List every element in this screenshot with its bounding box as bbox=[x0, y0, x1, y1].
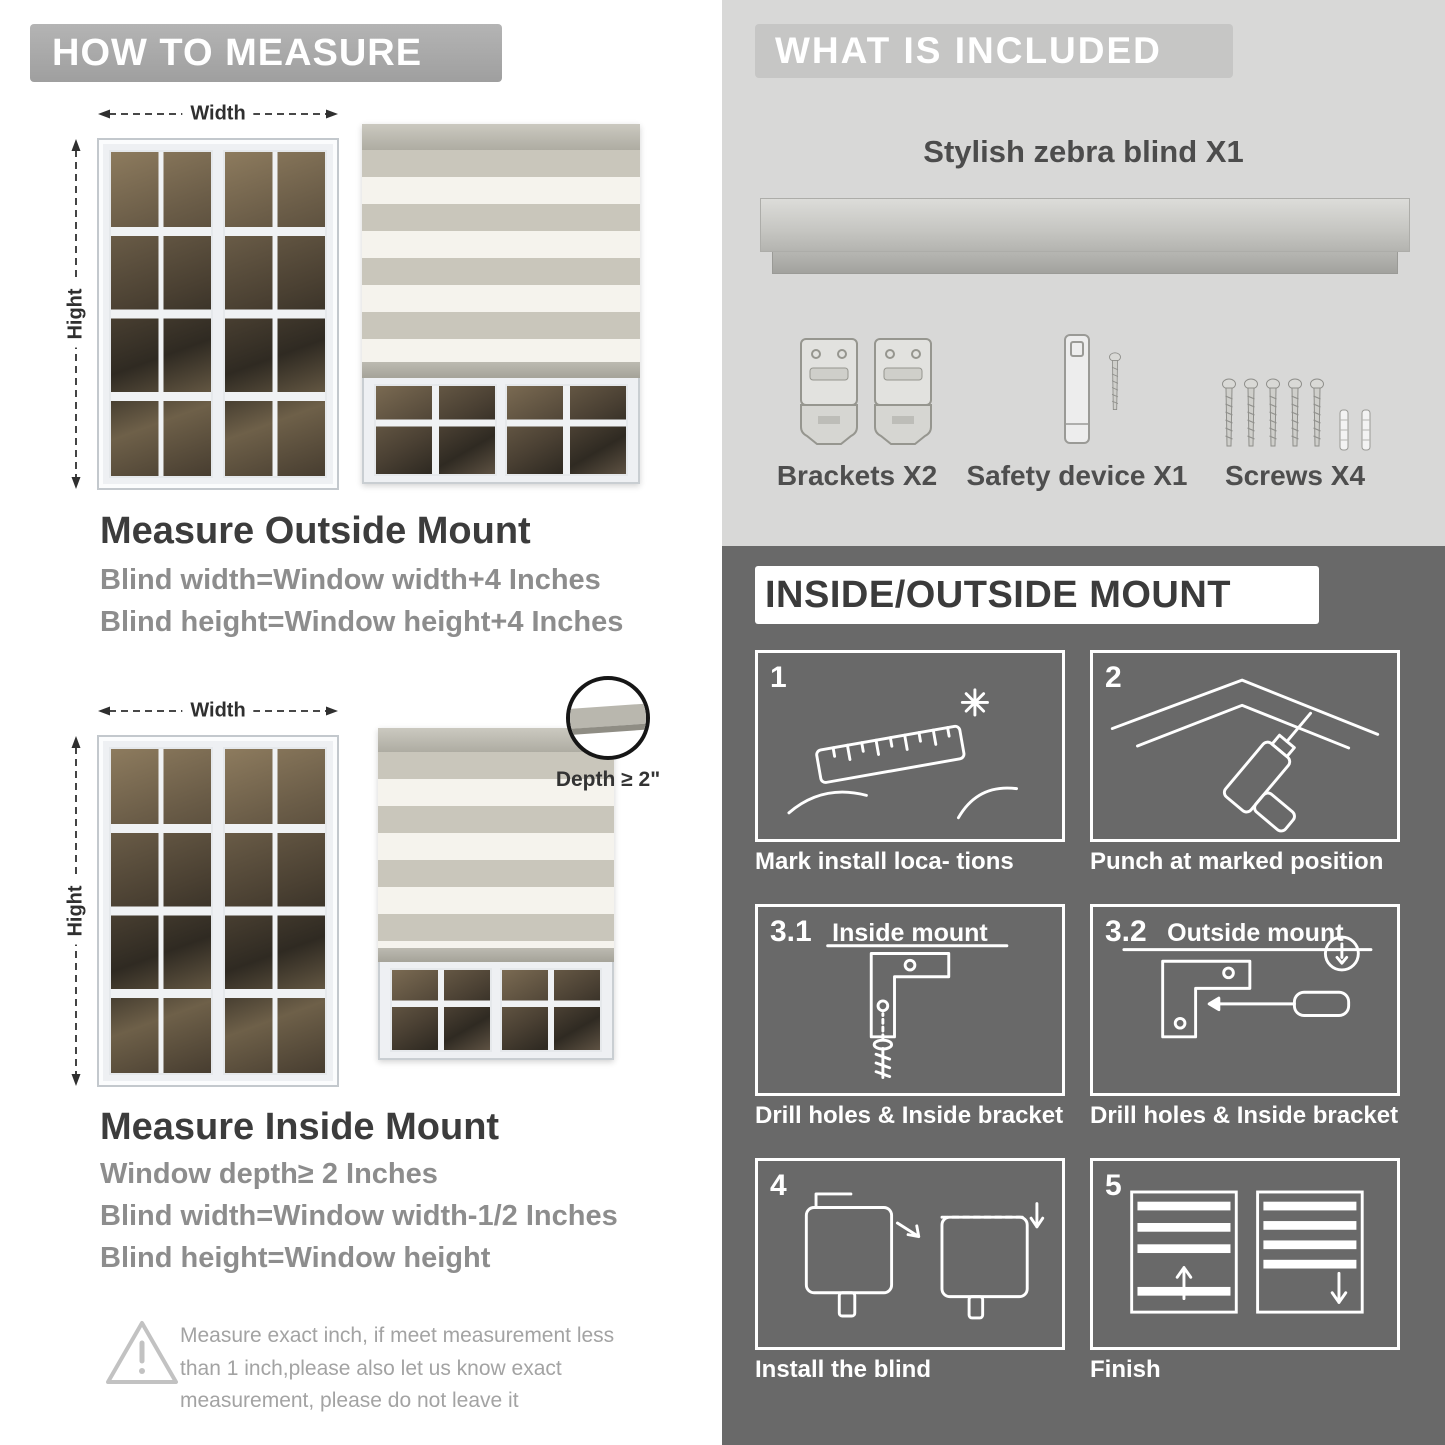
width-label: Width bbox=[182, 102, 254, 126]
mount-section-header: INSIDE/OUTSIDE MOUNT bbox=[755, 566, 1319, 624]
safety-device-icon bbox=[1064, 334, 1090, 444]
height-label: Hight bbox=[64, 280, 88, 348]
step-caption-3-1: Drill holes & Inside bracket bbox=[755, 1102, 1064, 1129]
measure-mark-illustration bbox=[787, 688, 1019, 820]
step-caption-3-2: Drill holes & Inside bracket bbox=[1090, 1102, 1399, 1129]
step-sublabel: Inside mount bbox=[832, 919, 988, 947]
window-illustration-outside bbox=[97, 138, 339, 490]
window-behind-blind bbox=[362, 378, 640, 484]
step-number: 1 bbox=[770, 661, 787, 694]
step-caption-2: Punch at marked position bbox=[1090, 848, 1384, 875]
height-arrow: Hight bbox=[64, 138, 88, 490]
product-label: Stylish zebra blind X1 bbox=[923, 134, 1244, 169]
screws-label: Screws X4 bbox=[1224, 460, 1366, 491]
install-blind-illustration bbox=[804, 1192, 1045, 1320]
width-arrow: Width bbox=[97, 699, 339, 723]
window-sash bbox=[223, 150, 327, 478]
step-panel-3-2: 3.2 Outside mount bbox=[1090, 904, 1400, 1096]
step-sublabel: Outside mount bbox=[1167, 919, 1344, 947]
wall-anchor-icon bbox=[1361, 409, 1371, 451]
window-illustration-inside bbox=[97, 735, 339, 1087]
step-number: 4 bbox=[770, 1169, 787, 1202]
inside-bracket-illustration bbox=[826, 944, 1009, 1079]
blind-bottom-rail bbox=[362, 362, 640, 378]
window-sash bbox=[505, 384, 628, 476]
screw-icon bbox=[1288, 378, 1302, 447]
step-number: 5 bbox=[1105, 1169, 1122, 1202]
zebra-blind-illustration-inside bbox=[378, 728, 614, 1060]
step-panel-5: 5 bbox=[1090, 1158, 1400, 1350]
outside-mount-title: Measure Outside Mount bbox=[100, 510, 531, 552]
window-sash bbox=[109, 150, 213, 478]
screw-icon bbox=[1109, 352, 1121, 410]
bracket-icon bbox=[800, 338, 858, 445]
step-caption-5: Finish bbox=[1090, 1356, 1161, 1383]
inside-formula-depth: Window depth≥ 2 Inches bbox=[100, 1158, 438, 1190]
how-to-measure-header: HOW TO MEASURE bbox=[30, 24, 502, 82]
window-sash bbox=[374, 384, 497, 476]
screw-icon bbox=[1222, 378, 1236, 447]
outside-bracket-illustration bbox=[1122, 935, 1373, 1039]
safety-device-label: Safety device X1 bbox=[966, 460, 1188, 491]
warning-text: Measure exact inch, if meet measurement … bbox=[180, 1324, 615, 1413]
blind-cassette bbox=[362, 124, 640, 150]
step-caption-1: Mark install loca- tions bbox=[755, 848, 1014, 875]
headrail-illustration bbox=[760, 198, 1410, 252]
step-panel-4: 4 bbox=[755, 1158, 1065, 1350]
step-panel-2: 2 bbox=[1090, 650, 1400, 842]
window-sash bbox=[390, 968, 492, 1052]
width-arrow: Width bbox=[97, 102, 339, 126]
double-arrow-vertical-icon bbox=[71, 139, 81, 489]
step-number: 2 bbox=[1105, 661, 1122, 694]
what-is-included-section: WHAT IS INCLUDED Stylish zebra blind X1 bbox=[722, 0, 1445, 546]
headrail-fascia bbox=[772, 252, 1398, 274]
screw-icon bbox=[1310, 378, 1324, 447]
double-arrow-vertical-icon bbox=[71, 736, 81, 1086]
blind-bottom-rail bbox=[378, 948, 614, 962]
zebra-blind-illustration-outside bbox=[362, 124, 640, 484]
step-number: 3.2 bbox=[1105, 915, 1147, 948]
finish-blinds-illustration bbox=[1130, 1190, 1364, 1314]
window-behind-blind bbox=[378, 962, 614, 1060]
inside-formula-height: Blind height=Window height bbox=[100, 1242, 491, 1274]
depth-callout-label: Depth ≥ 2" bbox=[555, 768, 661, 791]
step-panel-1: 1 bbox=[755, 650, 1065, 842]
screw-icon bbox=[1266, 378, 1280, 447]
drill-corner-illustration bbox=[1110, 678, 1380, 833]
height-arrow: Hight bbox=[64, 735, 88, 1087]
window-sash bbox=[223, 747, 327, 1075]
window-sash bbox=[500, 968, 602, 1052]
step-number: 3.1 bbox=[770, 915, 812, 948]
blind-stripes bbox=[362, 150, 640, 362]
warning-icon bbox=[106, 1321, 178, 1384]
outside-formula-width: Blind width=Window width+4 Inches bbox=[100, 564, 601, 596]
step-panel-3-1: 3.1 Inside mount bbox=[755, 904, 1065, 1096]
what-is-included-header: WHAT IS INCLUDED bbox=[755, 24, 1233, 78]
brackets-label: Brackets X2 bbox=[776, 460, 938, 491]
step-caption-4: Install the blind bbox=[755, 1356, 932, 1383]
width-label: Width bbox=[182, 699, 254, 723]
height-label: Hight bbox=[64, 877, 88, 945]
screw-icon bbox=[1244, 378, 1258, 447]
blind-stripes bbox=[378, 752, 614, 948]
outside-formula-height: Blind height=Window height+4 Inches bbox=[100, 606, 624, 638]
inside-mount-title: Measure Inside Mount bbox=[100, 1106, 500, 1148]
wall-anchor-icon bbox=[1339, 409, 1349, 451]
depth-callout-circle bbox=[566, 676, 650, 760]
window-sash bbox=[109, 747, 213, 1075]
inside-formula-width: Blind width=Window width-1/2 Inches bbox=[100, 1200, 618, 1232]
bracket-icon bbox=[874, 338, 932, 445]
mount-instructions-section: INSIDE/OUTSIDE MOUNT 1 Mark install loca… bbox=[722, 546, 1445, 1445]
